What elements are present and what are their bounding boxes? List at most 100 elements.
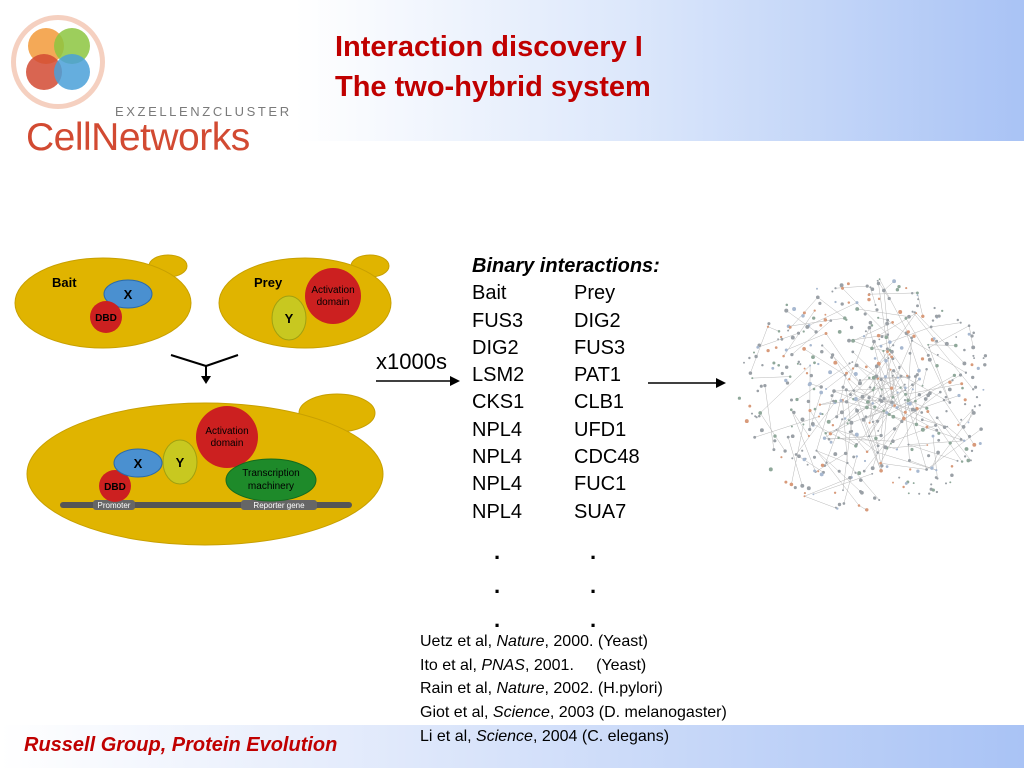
network-node (868, 320, 873, 325)
network-node (870, 287, 875, 291)
network-node (888, 353, 891, 356)
network-node (813, 469, 817, 473)
network-node (931, 319, 935, 322)
network-node (790, 352, 794, 357)
network-node (763, 383, 767, 388)
network-node (877, 316, 880, 319)
network-node (979, 427, 983, 431)
network-node (808, 409, 812, 413)
network-node (847, 338, 851, 343)
network-node (935, 469, 938, 472)
network-node (753, 435, 757, 439)
network-edge (872, 452, 878, 469)
network-node (806, 399, 811, 404)
network-node (926, 444, 929, 446)
network-node (960, 382, 964, 386)
network-node (963, 402, 967, 406)
network-node (756, 389, 760, 393)
network-node (877, 429, 880, 432)
reference-authors: Ito et al, (420, 656, 482, 674)
network-node (754, 415, 757, 418)
network-edge (927, 411, 963, 462)
network-node (750, 412, 754, 415)
network-node (867, 293, 871, 297)
network-node (928, 492, 931, 495)
network-edge (767, 326, 780, 332)
network-node (867, 325, 872, 330)
network-node (880, 335, 884, 339)
network-node (773, 434, 777, 438)
network-node (854, 363, 859, 368)
network-node (903, 383, 906, 386)
network-node (851, 367, 855, 370)
network-node (773, 439, 777, 443)
network-edge (886, 444, 928, 449)
network-node (853, 397, 858, 401)
network-node (906, 398, 910, 402)
network-node (826, 419, 831, 424)
network-node (963, 348, 966, 352)
network-node (959, 321, 962, 324)
reference-authors: Li et al, (420, 727, 477, 745)
network-edge (813, 473, 873, 495)
network-node (813, 309, 816, 312)
network-node (905, 287, 908, 290)
network-node (819, 412, 822, 415)
prey-cell (218, 257, 392, 349)
network-node (792, 410, 796, 415)
network-node (917, 368, 921, 373)
network-node (934, 314, 939, 319)
network-node (970, 334, 974, 338)
network-node (910, 407, 915, 412)
network-node (865, 400, 870, 404)
network-node (767, 322, 771, 326)
reporter-gene-label: Reporter gene (253, 501, 305, 510)
reference-authors: Uetz et al, (420, 633, 497, 650)
network-node (931, 434, 935, 438)
network-node (906, 330, 910, 334)
network-node (849, 393, 852, 397)
prey-cell-value: DIG2 (574, 309, 621, 332)
network-node (831, 290, 834, 293)
diploid-y-protein (162, 439, 198, 485)
network-node (874, 436, 878, 441)
bait-cell-value: NPL4 (472, 446, 523, 469)
network-edge (889, 326, 932, 343)
network-node (779, 335, 783, 339)
network-node (889, 386, 894, 390)
network-node (864, 415, 868, 419)
network-edge (932, 436, 938, 479)
network-node (801, 449, 804, 452)
network-node (887, 296, 891, 301)
network-node (972, 354, 975, 357)
network-node (802, 457, 806, 462)
network-node (911, 383, 914, 387)
network-node (758, 411, 763, 415)
network-node (802, 330, 805, 333)
network-edge (850, 431, 878, 453)
machinery-label-2: machinery (248, 481, 294, 492)
network-edge (752, 376, 791, 379)
network-node (818, 301, 822, 305)
network-node (962, 439, 966, 443)
network-edge (850, 431, 868, 452)
network-edge (853, 340, 872, 349)
network-node (950, 473, 954, 478)
network-node (907, 314, 911, 319)
network-node (824, 313, 827, 316)
network-node (906, 374, 909, 377)
diploid-activation-label-1: Activation (205, 426, 248, 437)
network-node (908, 401, 912, 406)
network-node (832, 399, 835, 403)
network-node (973, 357, 976, 360)
reference-item: Rain et al, Nature, 2002. (H.pylori) (420, 677, 727, 701)
network-node (805, 372, 809, 375)
network-node (918, 377, 921, 381)
network-node (848, 430, 852, 434)
network-edge (851, 410, 884, 423)
network-node (914, 399, 917, 403)
network-node (955, 336, 958, 338)
ellipsis-dot: . (590, 607, 597, 632)
title-line-1: Interaction discovery I (335, 31, 643, 63)
